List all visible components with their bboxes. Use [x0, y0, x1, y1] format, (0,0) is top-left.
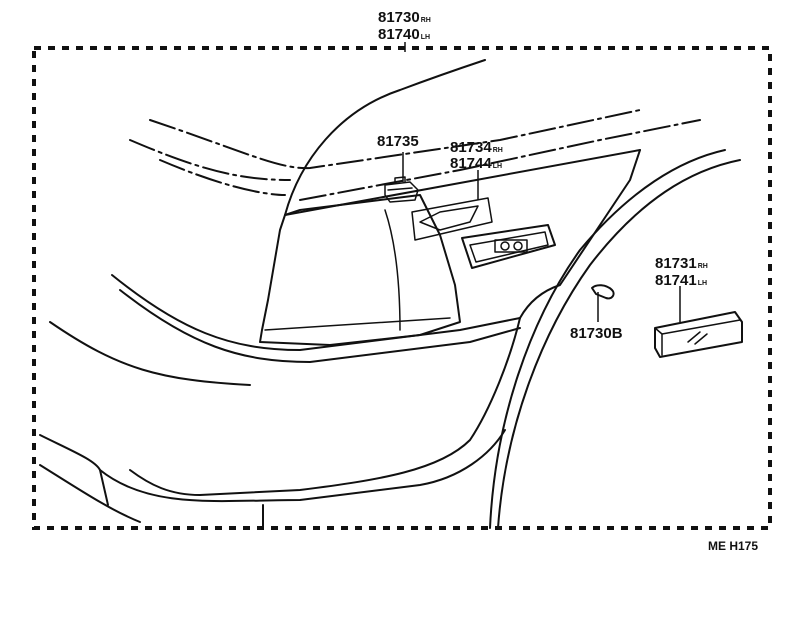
side-marker-housing: [461, 224, 556, 269]
rear-lamp-outline: [259, 194, 461, 346]
body-shoulder-line-2: [119, 289, 521, 363]
drawing-code: ME H175: [708, 539, 758, 553]
roof-rear-line: [149, 109, 641, 170]
bulb-part: [591, 284, 615, 300]
callout-socket: 81735: [377, 133, 419, 150]
rear-lamp-inner-line: [384, 209, 401, 331]
bumper-upper-line: [129, 317, 521, 496]
callout-bulb: 81730B: [570, 325, 623, 342]
fender-edge-line: [519, 149, 641, 319]
diagram-frame: [32, 46, 772, 530]
callout-lens-lh: 81741LH: [655, 272, 707, 289]
callout-gasket-rh: 81734RH: [450, 139, 503, 156]
roof-outline: [284, 59, 486, 216]
wheel-arch-inner: [497, 159, 741, 529]
callout-assembly-lh: 81740LH: [378, 26, 430, 43]
lower-rear-line: [39, 464, 141, 523]
socket-part: [384, 176, 419, 203]
rear-lamp-bottom-line: [264, 317, 451, 331]
upper-body-dash: [159, 159, 286, 196]
body-shoulder-line: [111, 274, 521, 351]
callout-assembly-rh: 81730RH: [378, 9, 431, 26]
rear-window-line: [129, 139, 291, 181]
quarter-dash-line: [299, 119, 701, 201]
bumper-lower-line: [39, 434, 109, 506]
lens-part: [654, 311, 743, 358]
wheel-arch-outer: [489, 149, 726, 529]
callout-lens-rh: 81731RH: [655, 255, 708, 272]
gasket-part: [411, 197, 493, 241]
callout-gasket-lh: 81744LH: [450, 155, 502, 172]
bumper-bottom-line: [99, 429, 506, 503]
trunk-edge-line: [49, 321, 251, 386]
